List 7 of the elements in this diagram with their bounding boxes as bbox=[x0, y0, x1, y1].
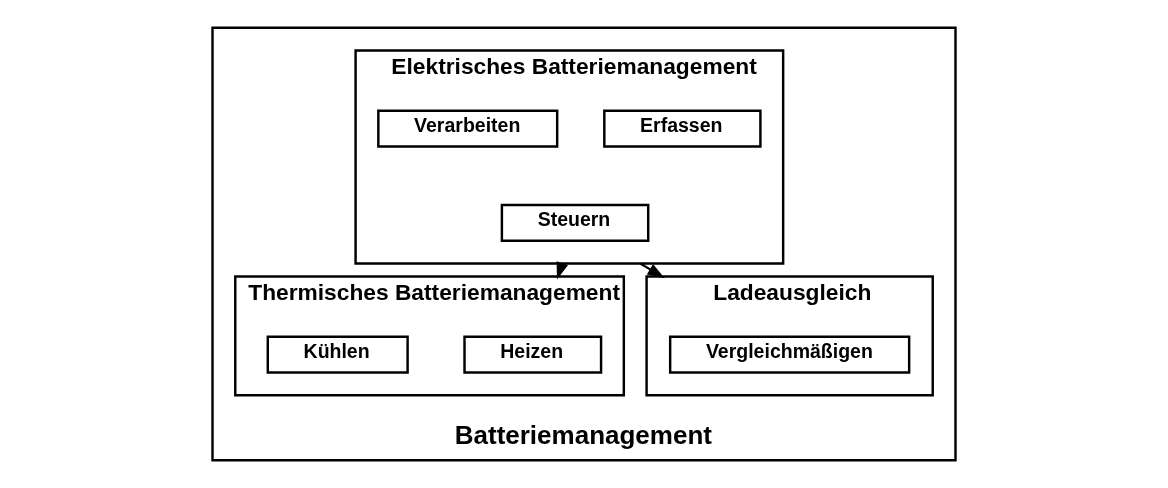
node-box: Verarbeiten bbox=[377, 109, 559, 148]
node-box: Heizen bbox=[463, 335, 603, 374]
arrow bbox=[639, 262, 665, 279]
node-box: Steuern bbox=[500, 203, 650, 242]
node-box: Vergleichmäßigen bbox=[668, 335, 911, 374]
node-box: Kühlen bbox=[266, 335, 409, 374]
node-box: Erfassen bbox=[603, 109, 762, 148]
